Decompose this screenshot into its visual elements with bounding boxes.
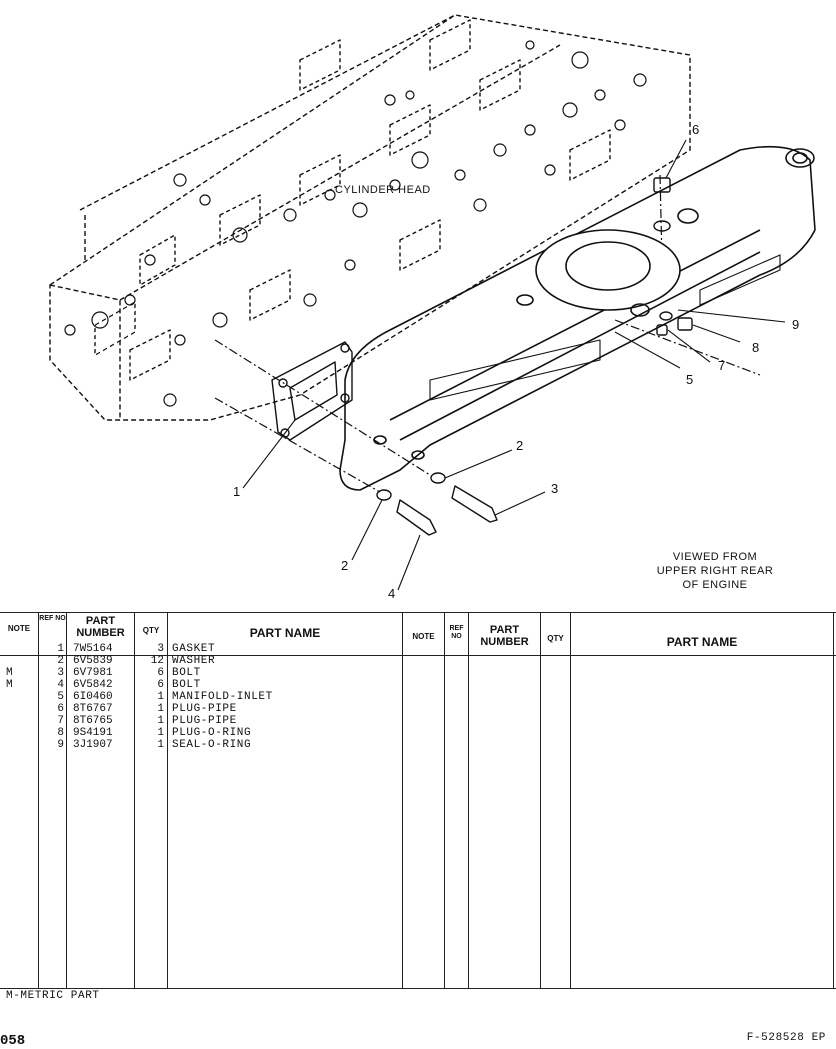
cylinder-head-drawing: [49, 14, 691, 421]
row-note: M: [6, 679, 13, 691]
table-bottom-rule: [0, 988, 836, 989]
callout-6: 6: [692, 122, 700, 137]
row-part-name: BOLT: [172, 679, 201, 691]
head-ports: [94, 19, 611, 381]
header-note-right: NOTE: [412, 632, 435, 641]
col-divider: [66, 612, 67, 988]
plugs-7-8-9-drawing: [656, 311, 693, 336]
col-divider: [570, 612, 571, 988]
table-row: 1 7W5164 3 GASKET: [0, 643, 400, 655]
header-note: NOTE: [7, 624, 31, 633]
row-ref: 7: [57, 715, 64, 727]
row-part-name: WASHER: [172, 655, 216, 667]
callout-1: 1: [233, 484, 241, 499]
view-note: VIEWED FROM UPPER RIGHT REAR OF ENGINE: [640, 550, 790, 592]
row-qty: 1: [157, 691, 164, 703]
row-part-number: 9S4191: [73, 727, 113, 739]
header-ref-no: REF NO: [39, 615, 66, 622]
head-holes: [64, 40, 647, 407]
table-row: 2 6V5839 12 WASHER: [0, 655, 400, 667]
page-number: 058: [0, 1033, 26, 1049]
row-qty: 1: [157, 739, 164, 751]
col-divider: [167, 612, 168, 988]
col-divider: [38, 612, 39, 988]
row-part-number: 8T6767: [73, 703, 113, 715]
row-part-number: 6V5842: [73, 679, 113, 691]
row-ref: 6: [57, 703, 64, 715]
row-ref: 3: [57, 667, 64, 679]
leader-lines: [242, 139, 786, 591]
header-ref-no-right: REF NO: [449, 625, 464, 640]
col-divider: [402, 612, 403, 988]
callout-2-upper: 2: [516, 438, 524, 453]
callout-8: 8: [752, 340, 760, 355]
row-part-name: PLUG-PIPE: [172, 703, 237, 715]
view-note-line-3: OF ENGINE: [682, 579, 748, 591]
row-ref: 9: [57, 739, 64, 751]
row-part-name: BOLT: [172, 667, 201, 679]
table-row: M 3 6V7981 6 BOLT: [0, 667, 400, 679]
callout-7: 7: [718, 358, 726, 373]
header-qty-right: QTY: [547, 634, 564, 643]
header-part-name-right: PART NAME: [666, 635, 738, 649]
cylinder-head-caption: CYLINDER HEAD: [335, 184, 431, 196]
callout-2-lower: 2: [341, 558, 349, 573]
inlet-manifold-drawing: [339, 145, 816, 491]
table-row: 8 9S4191 1 PLUG-O-RING: [0, 727, 400, 739]
callout-5: 5: [686, 372, 694, 387]
col-divider: [444, 612, 445, 988]
gasket-drawing: [271, 341, 353, 441]
col-divider: [540, 612, 541, 988]
footnote: M-METRIC PART: [6, 990, 100, 1002]
row-part-name: PLUG-O-RING: [172, 727, 252, 739]
row-part-name: PLUG-PIPE: [172, 715, 237, 727]
header-part-number-right: PART NUMBER: [480, 624, 529, 648]
row-part-name: GASKET: [172, 643, 216, 655]
header-qty: QTY: [142, 626, 160, 635]
row-ref: 8: [57, 727, 64, 739]
table-row: M 4 6V5842 6 BOLT: [0, 679, 400, 691]
figure-reference: F-528528 EP: [746, 1032, 826, 1044]
row-qty: 1: [157, 703, 164, 715]
row-part-number: 6I0460: [73, 691, 113, 703]
row-part-name: SEAL-O-RING: [172, 739, 252, 751]
exploded-view-diagram: [49, 14, 816, 591]
parts-table: NOTE REF NO PART NUMBER QTY PART NAME NO…: [0, 612, 836, 988]
view-note-line-1: VIEWED FROM: [672, 551, 758, 563]
row-qty: 6: [157, 667, 164, 679]
table-row: 6 8T6767 1 PLUG-PIPE: [0, 703, 400, 715]
row-part-number: 6V5839: [73, 655, 113, 667]
alignment-lines: [214, 174, 761, 493]
callout-4: 4: [388, 586, 396, 601]
row-ref: 4: [57, 679, 64, 691]
col-divider: [134, 612, 135, 988]
row-part-number: 3J1907: [73, 739, 113, 751]
row-qty: 1: [157, 715, 164, 727]
row-part-name: MANIFOLD-INLET: [172, 691, 273, 703]
washers-bolts-drawing: [376, 472, 498, 536]
table-header: [0, 612, 836, 656]
table-row: 7 8T6765 1 PLUG-PIPE: [0, 715, 400, 727]
plug-6-drawing: [653, 177, 671, 232]
row-ref: 5: [57, 691, 64, 703]
row-ref: 2: [57, 655, 64, 667]
col-divider: [833, 612, 834, 988]
table-row: 9 3J1907 1 SEAL-O-RING: [0, 739, 400, 751]
callout-9: 9: [792, 317, 800, 332]
row-part-number: 7W5164: [73, 643, 113, 655]
row-qty: 1: [157, 727, 164, 739]
callout-3: 3: [551, 481, 559, 496]
col-divider: [468, 612, 469, 988]
row-part-number: 6V7981: [73, 667, 113, 679]
row-qty: 3: [157, 643, 164, 655]
table-row: 5 6I0460 1 MANIFOLD-INLET: [0, 691, 400, 703]
header-part-name: PART NAME: [249, 626, 321, 640]
row-qty: 12: [150, 655, 164, 667]
row-ref: 1: [57, 643, 64, 655]
view-note-line-2: UPPER RIGHT REAR: [656, 565, 774, 577]
row-note: M: [6, 667, 13, 679]
row-qty: 6: [157, 679, 164, 691]
header-part-number: PART NUMBER: [76, 615, 125, 639]
row-part-number: 8T6765: [73, 715, 113, 727]
